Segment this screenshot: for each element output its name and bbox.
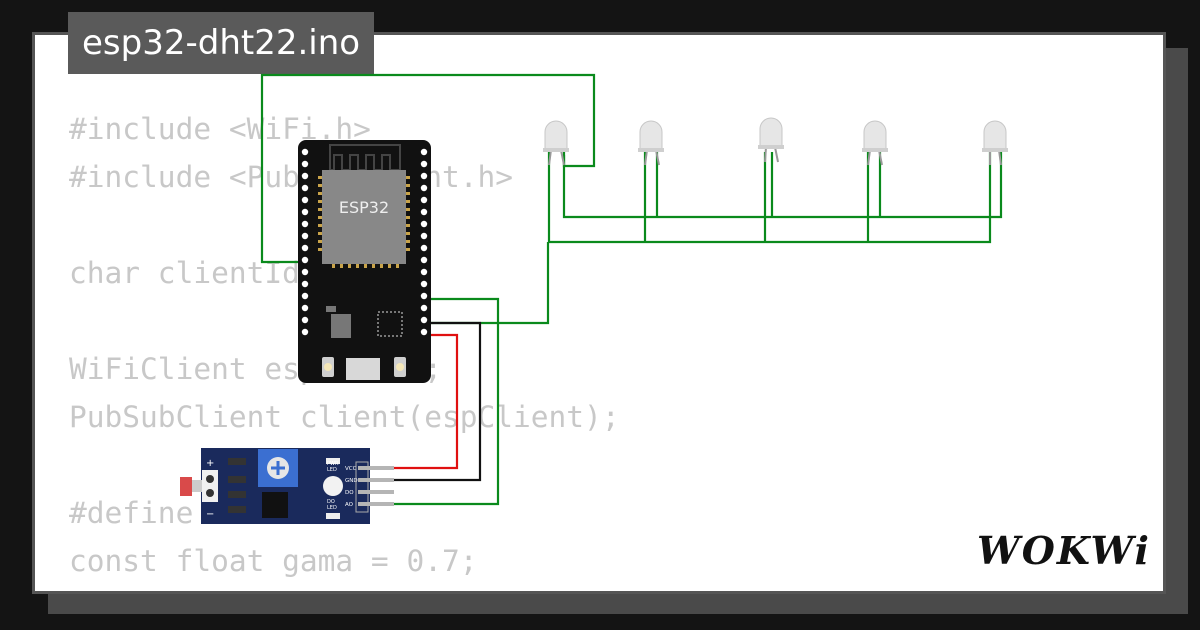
wire-led-anode-bus <box>562 152 1003 219</box>
do-led-label-2: LED <box>327 505 337 511</box>
code-line: PubSubClient client(espClient); <box>69 400 620 434</box>
led-2[interactable] <box>638 120 664 166</box>
ldr-plus-label: + <box>206 458 214 469</box>
pin-vcc-label: VCC <box>345 466 357 472</box>
led-5[interactable] <box>982 120 1008 166</box>
do-led-label: DO <box>327 499 335 505</box>
led-3[interactable] <box>758 117 784 163</box>
esp32-board[interactable]: ESP32 <box>298 140 431 383</box>
ldr-sensor-module[interactable]: + − PWR LED DO LED VCC GND DO AO <box>180 448 394 524</box>
led-1[interactable] <box>543 120 569 166</box>
wire-vcc <box>392 333 459 470</box>
pin-ao-label: AO <box>345 502 354 508</box>
code-line: const float gama = 0.7; <box>69 544 478 578</box>
wire-ao <box>370 297 500 506</box>
green-wires <box>260 73 1003 506</box>
esp32-chip-label: ESP32 <box>339 198 389 217</box>
led-4[interactable] <box>862 120 888 166</box>
wire-gnd <box>392 321 482 482</box>
wokwi-logo: WOKWi <box>978 528 1150 573</box>
led-row <box>543 117 1008 166</box>
wire-gnd-to-leds <box>424 242 550 325</box>
pin-do-label: DO <box>345 490 354 496</box>
pwr-led-label: PWR <box>327 461 339 467</box>
pwr-led-label-2: LED <box>327 467 337 473</box>
pin-gnd-label: GND <box>345 478 358 484</box>
ldr-minus-label: − <box>206 509 214 520</box>
file-title: esp32-dht22.ino <box>68 12 375 74</box>
wokwi-logo-text: WOKWi <box>978 528 1150 573</box>
wire-led-cathode-bus <box>547 152 992 244</box>
